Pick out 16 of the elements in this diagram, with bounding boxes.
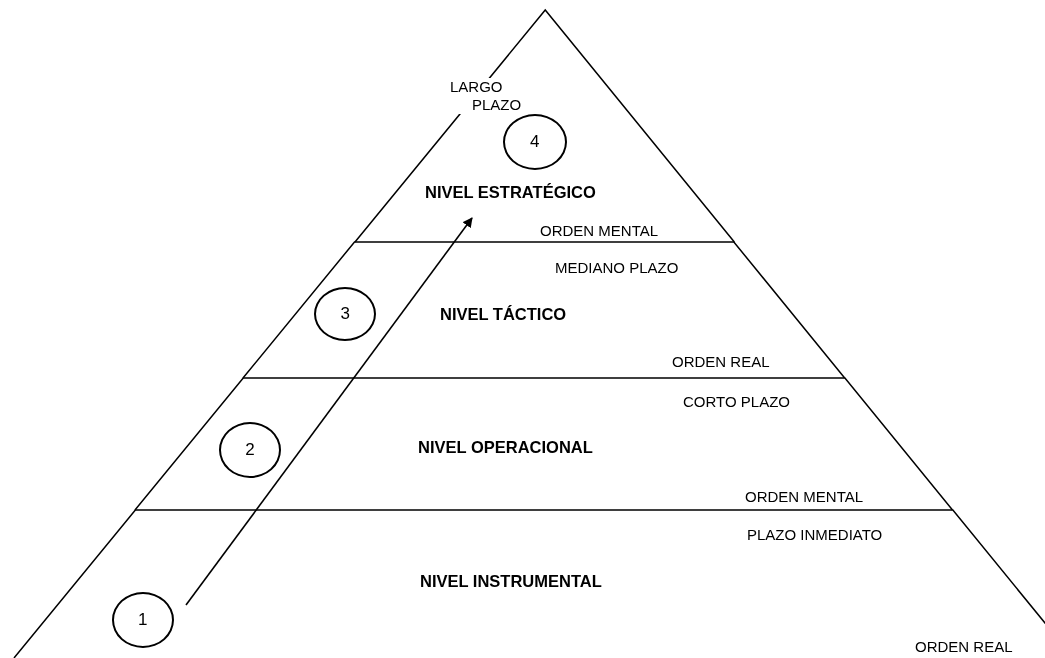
level-title: NIVEL ESTRATÉGICO: [425, 183, 596, 201]
level-title: NIVEL OPERACIONAL: [418, 438, 593, 456]
level-note: LARGO PLAZO: [450, 78, 520, 114]
number-circle: 4: [502, 114, 567, 170]
level-note: ORDEN REAL: [915, 638, 1013, 656]
level-note: ORDEN MENTAL: [540, 222, 659, 240]
level-note: PLAZO INMEDIATO: [747, 526, 883, 544]
number-circle: 1: [111, 592, 174, 648]
level-note: CORTO PLAZO: [683, 393, 790, 411]
level-note: MEDIANO PLAZO: [555, 259, 679, 277]
number-circle: 2: [219, 422, 281, 478]
level-note: ORDEN MENTAL: [745, 488, 864, 506]
level-note: ORDEN REAL: [672, 353, 770, 371]
number-circle: 3: [314, 287, 377, 341]
level-title: NIVEL INSTRUMENTAL: [420, 572, 602, 590]
level-title: NIVEL TÁCTICO: [440, 305, 567, 323]
